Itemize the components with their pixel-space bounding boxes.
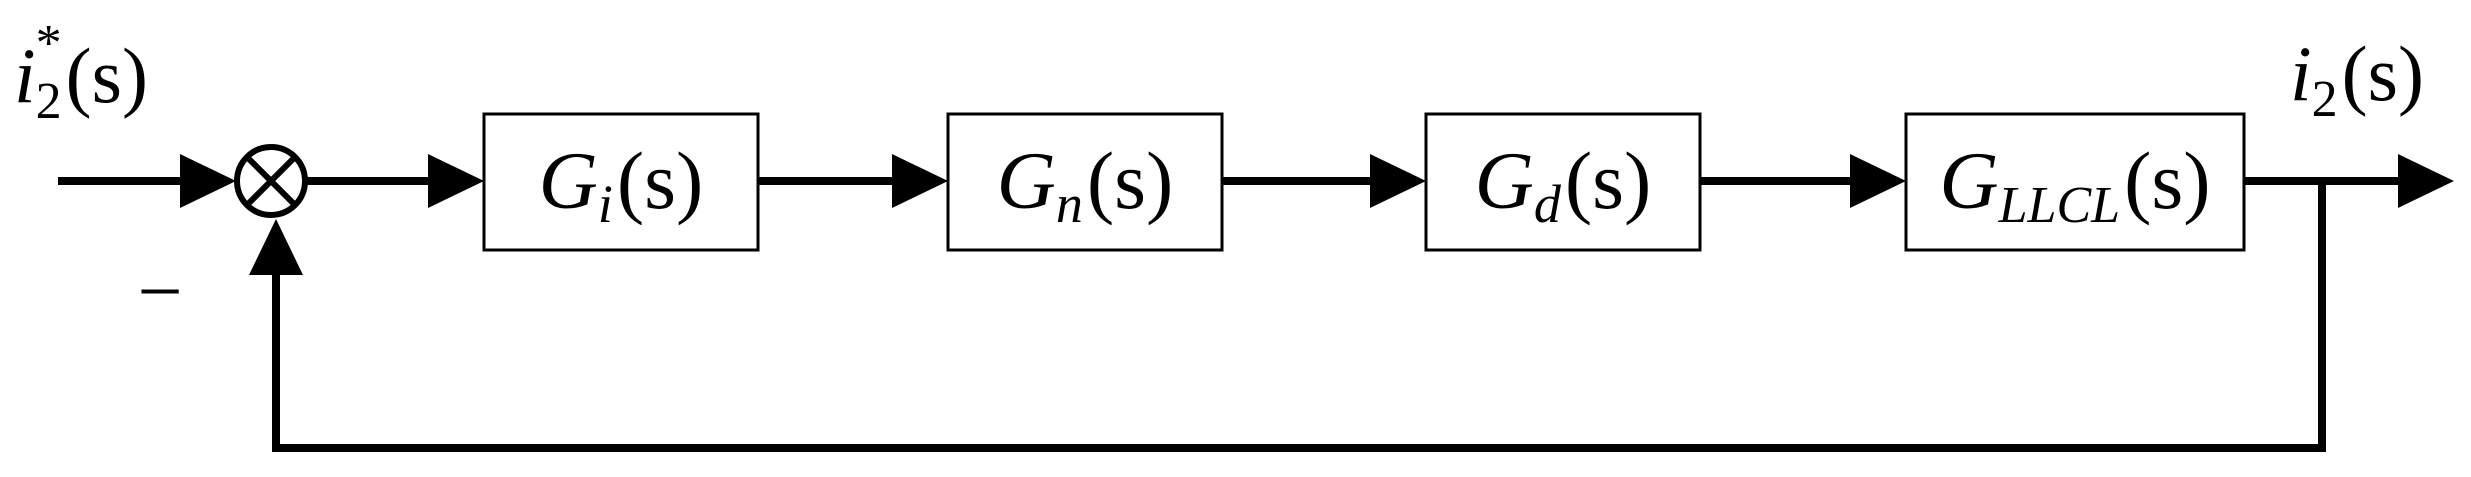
arrowhead-gi <box>428 154 484 208</box>
output-signal-label: i2(s) <box>2290 30 2424 128</box>
feedback-path <box>272 181 2326 452</box>
output-arrowhead <box>2398 154 2454 208</box>
block-gd-label: Gd(s) <box>1475 135 1652 234</box>
input-arrowhead <box>180 154 236 208</box>
arrowhead-gllcl <box>1850 154 1906 208</box>
summing-junction <box>234 144 308 218</box>
block-gllcl <box>1904 112 2246 252</box>
block-gllcl-label: GLLCL(s) <box>1939 135 2210 234</box>
block-gn <box>946 112 1224 252</box>
block-gd <box>1424 112 1702 252</box>
input-signal-label: i2*(s) <box>14 15 148 130</box>
feedback-arrowhead <box>249 219 303 275</box>
block-gn-label: Gn(s) <box>997 135 1174 234</box>
arrowhead-gd <box>1370 154 1426 208</box>
arrowhead-gn <box>892 154 948 208</box>
feedback-minus-sign: − <box>137 248 182 336</box>
block-gi-label: Gi(s) <box>539 135 704 234</box>
block-gi <box>482 112 760 252</box>
